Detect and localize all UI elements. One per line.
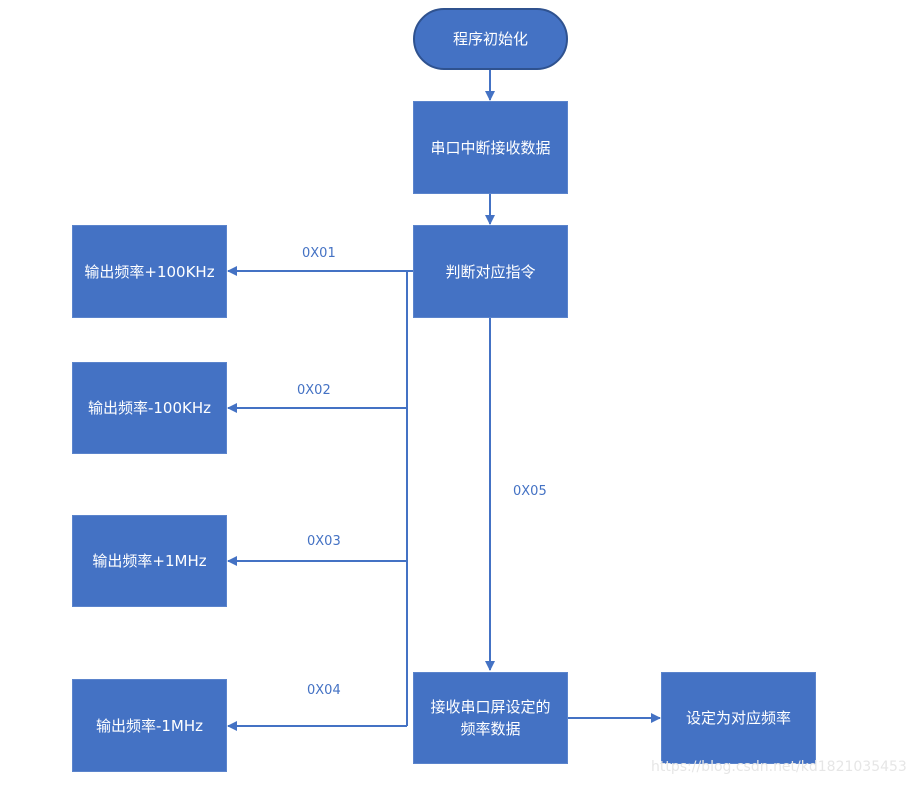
edge-label-0x05: 0X05 [513, 484, 547, 499]
start-node: 程序初始化 [413, 8, 568, 70]
edge-label-0x04: 0X04 [307, 683, 341, 698]
set-label: 设定为对应频率 [685, 709, 791, 727]
judge-label: 判断对应指令 [445, 262, 536, 281]
screen-node: 接收串口屏设定的 频率数据 [413, 672, 568, 764]
judge-node: 判断对应指令 [413, 225, 568, 318]
out4-label: 输出频率-1MHz [95, 716, 204, 735]
screen-label-line2: 频率数据 [460, 720, 521, 738]
edge-label-0x03: 0X03 [307, 534, 341, 549]
out1-node: 输出频率+100KHz [72, 225, 227, 318]
out2-label: 输出频率-100KHz [87, 399, 212, 417]
edge-label-0x01: 0X01 [302, 246, 336, 261]
edge-label-0x02: 0X02 [297, 383, 331, 398]
set-node: 设定为对应频率 [661, 672, 816, 764]
out3-label: 输出频率+1MHz [92, 552, 207, 570]
receive-label: 串口中断接收数据 [430, 138, 551, 157]
out4-node: 输出频率-1MHz [72, 679, 227, 772]
out1-label: 输出频率+100KHz [84, 262, 215, 281]
out3-node: 输出频率+1MHz [72, 515, 227, 607]
watermark: https://blog.csdn.net/kd1821035453 [651, 759, 907, 775]
receive-node: 串口中断接收数据 [413, 101, 568, 194]
start-label: 程序初始化 [452, 30, 528, 48]
out2-node: 输出频率-100KHz [72, 362, 227, 454]
screen-label-line1: 接收串口屏设定的 [430, 698, 551, 716]
